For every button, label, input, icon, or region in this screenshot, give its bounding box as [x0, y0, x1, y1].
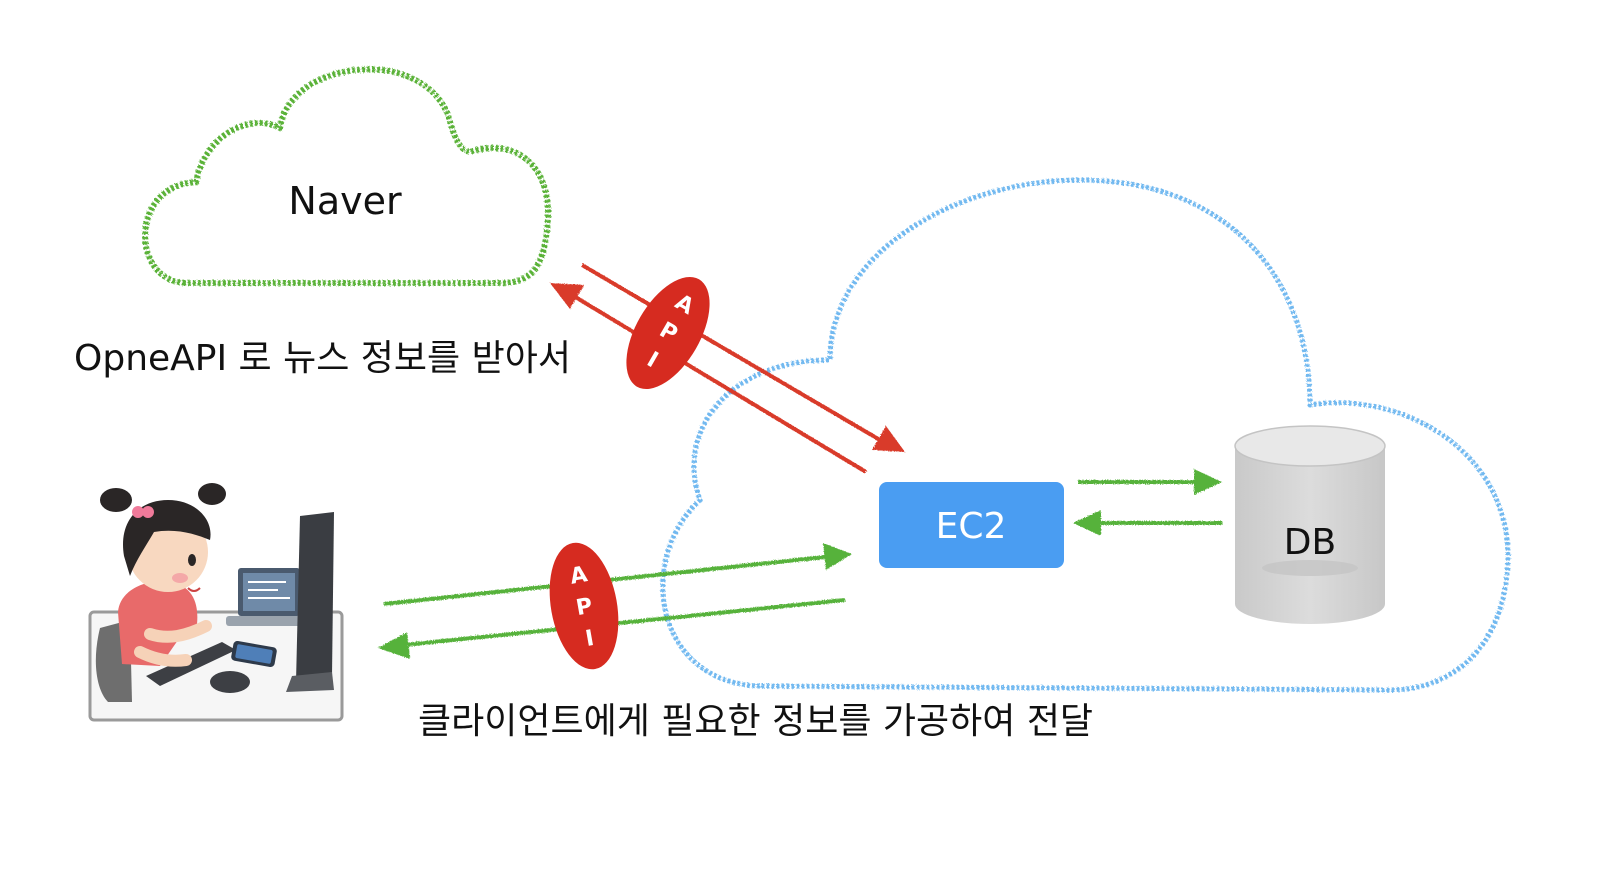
database-cylinder-icon: DB — [1234, 425, 1386, 624]
arrow-head-client-to-ec2 — [823, 543, 852, 570]
girl-pigtail — [100, 488, 132, 512]
girl-pigtail — [198, 483, 226, 505]
api-badge-bottom-letter-p: P — [574, 594, 594, 621]
girl-arm — [134, 646, 192, 667]
girl-eye — [188, 554, 196, 566]
arrow-ec2-to-client — [403, 598, 846, 647]
girl-cheek — [172, 573, 188, 583]
girl-hair — [123, 500, 211, 576]
monitor — [296, 512, 334, 682]
db-body — [1235, 446, 1385, 624]
caption-naver-fetch: OpneAPI 로 뉴스 정보를 받아서 — [74, 338, 571, 379]
girl-body — [118, 581, 198, 666]
girl-at-computer-icon — [88, 483, 344, 722]
ec2-db-arrows — [1073, 469, 1222, 536]
naver-cloud-outline — [142, 66, 552, 286]
arrow-head-to-ec2 — [872, 426, 905, 452]
naver-api-arrows — [550, 263, 905, 474]
keyboard — [146, 642, 236, 686]
naver-cloud: Naver — [142, 66, 552, 286]
hair-bow — [132, 506, 144, 518]
db-top — [1234, 425, 1386, 467]
laptop-display — [243, 573, 295, 611]
arrow-to-ec2 — [580, 263, 882, 442]
api-badge-bottom-shape — [549, 542, 619, 670]
naver-label: Naver — [288, 179, 402, 223]
aws-cloud-outline — [660, 177, 1511, 693]
hair-bow — [142, 506, 154, 518]
aws-cloud — [660, 177, 1511, 693]
tablet-screen — [235, 644, 273, 664]
arrow-head-ec2-to-client — [378, 632, 410, 659]
arrow-to-naver — [570, 293, 868, 474]
api-badge-bottom-letter-a: A — [568, 562, 589, 590]
arrow-head-db-to-ec2 — [1073, 510, 1101, 536]
monitor-stand — [286, 672, 334, 692]
db-label: DB — [1284, 522, 1336, 563]
arrow-head-to-naver — [550, 283, 584, 309]
api-badge-top-shape — [626, 276, 710, 390]
ec2-label: EC2 — [936, 506, 1007, 547]
api-badge-bottom: A P I — [549, 542, 619, 670]
girl-mouth — [187, 587, 201, 592]
arrow-head-ec2-to-db — [1194, 469, 1222, 495]
mouse — [210, 671, 250, 693]
caption-client-delivery: 클라이언트에게 필요한 정보를 가공하여 전달 — [418, 701, 1093, 742]
api-badge-top: A P I — [626, 276, 710, 390]
ec2-box — [879, 482, 1064, 568]
girl-arm — [144, 620, 212, 643]
ec2-node: EC2 — [879, 482, 1064, 568]
laptop-base — [226, 616, 310, 626]
db-bottom-shadow — [1262, 560, 1358, 576]
